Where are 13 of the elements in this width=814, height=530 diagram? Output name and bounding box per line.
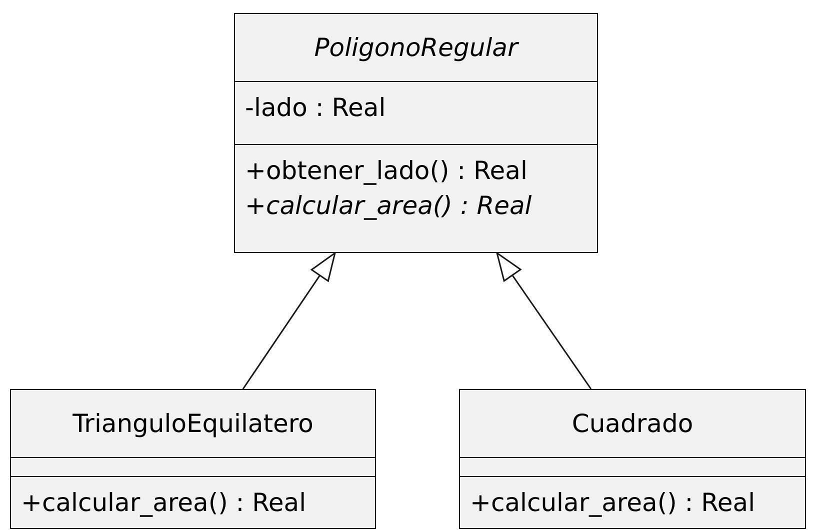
attribute-text: -lado : Real <box>245 92 386 124</box>
class-name: Cuadrado <box>572 408 694 440</box>
inheritance-arrow <box>496 252 592 390</box>
class-name: TrianguloEquilatero <box>72 408 314 440</box>
method-text: +calcular_area() : Real <box>21 487 306 519</box>
method-text: +calcular_area() : Real <box>470 487 756 519</box>
class-name: PoligonoRegular <box>314 32 518 64</box>
class-box <box>234 13 598 253</box>
class-box <box>459 389 806 529</box>
inheritance-arrow <box>242 252 336 390</box>
method-text: +obtener_lado() : Real <box>245 155 528 187</box>
method-text: +calcular_area() : Real <box>245 190 532 222</box>
class-box <box>10 389 376 529</box>
